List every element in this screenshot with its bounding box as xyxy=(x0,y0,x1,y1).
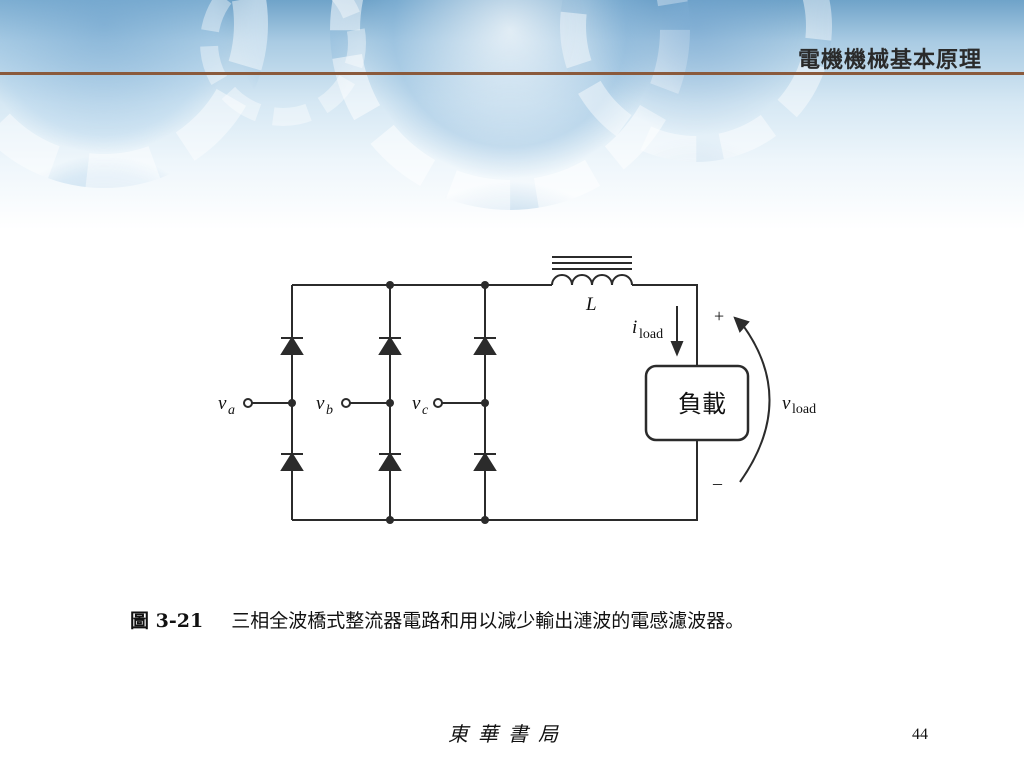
inductor-label: L xyxy=(585,294,597,315)
voltage-label-main: v xyxy=(782,393,791,414)
bottom-rail-wire xyxy=(292,440,698,521)
current-arrow-head xyxy=(670,341,684,357)
current-label-main: i xyxy=(632,317,637,338)
voltage-arrow-head xyxy=(733,316,750,333)
junction-dots xyxy=(288,281,489,524)
inductor-core xyxy=(552,256,632,270)
header-banner xyxy=(0,0,1024,230)
page-number: 44 xyxy=(912,726,928,743)
diode-lower-b xyxy=(378,452,402,471)
plus-sign: + xyxy=(714,306,724,326)
input-label-b-sub: b xyxy=(326,403,333,418)
figure-caption: 圖 3-21 三相全波橋式整流器電路和用以減少輸出漣波的電感濾波器。 xyxy=(130,606,744,633)
load-label: 負載 xyxy=(678,390,726,418)
diode-lower-c xyxy=(473,452,497,471)
input-label-a-main: v xyxy=(218,393,227,414)
input-terminal-c xyxy=(433,398,443,408)
current-label-sub: load xyxy=(639,327,663,342)
minus-sign: – xyxy=(712,473,723,493)
inductor-coil xyxy=(551,274,633,286)
header-title: 電機機械基本原理 xyxy=(797,48,982,73)
input-terminal-b xyxy=(341,398,351,408)
diode-upper-b xyxy=(378,336,402,355)
publisher-name: 東華書局 xyxy=(448,722,568,746)
caption-text: 三相全波橋式整流器電路和用以減少輸出漣波的電感濾波器。 xyxy=(231,610,745,632)
rectifier-circuit-diagram: L i load 負載 v load + – v a v b v c xyxy=(218,256,816,524)
load-box xyxy=(644,364,750,442)
header-rule xyxy=(0,72,1024,75)
input-label-c-sub: c xyxy=(422,403,429,418)
input-label-b-main: v xyxy=(316,393,325,414)
diode-upper-a xyxy=(280,336,304,355)
diode-lower-a xyxy=(280,452,304,471)
diode-upper-c xyxy=(473,336,497,355)
input-label-c-main: v xyxy=(412,393,421,414)
figure-number: 圖 3-21 xyxy=(130,610,204,632)
top-rail-wire xyxy=(292,284,698,366)
input-label-a-sub: a xyxy=(228,403,235,418)
voltage-label-sub: load xyxy=(792,402,816,417)
voltage-arrow xyxy=(739,323,771,483)
input-terminal-a xyxy=(243,398,253,408)
